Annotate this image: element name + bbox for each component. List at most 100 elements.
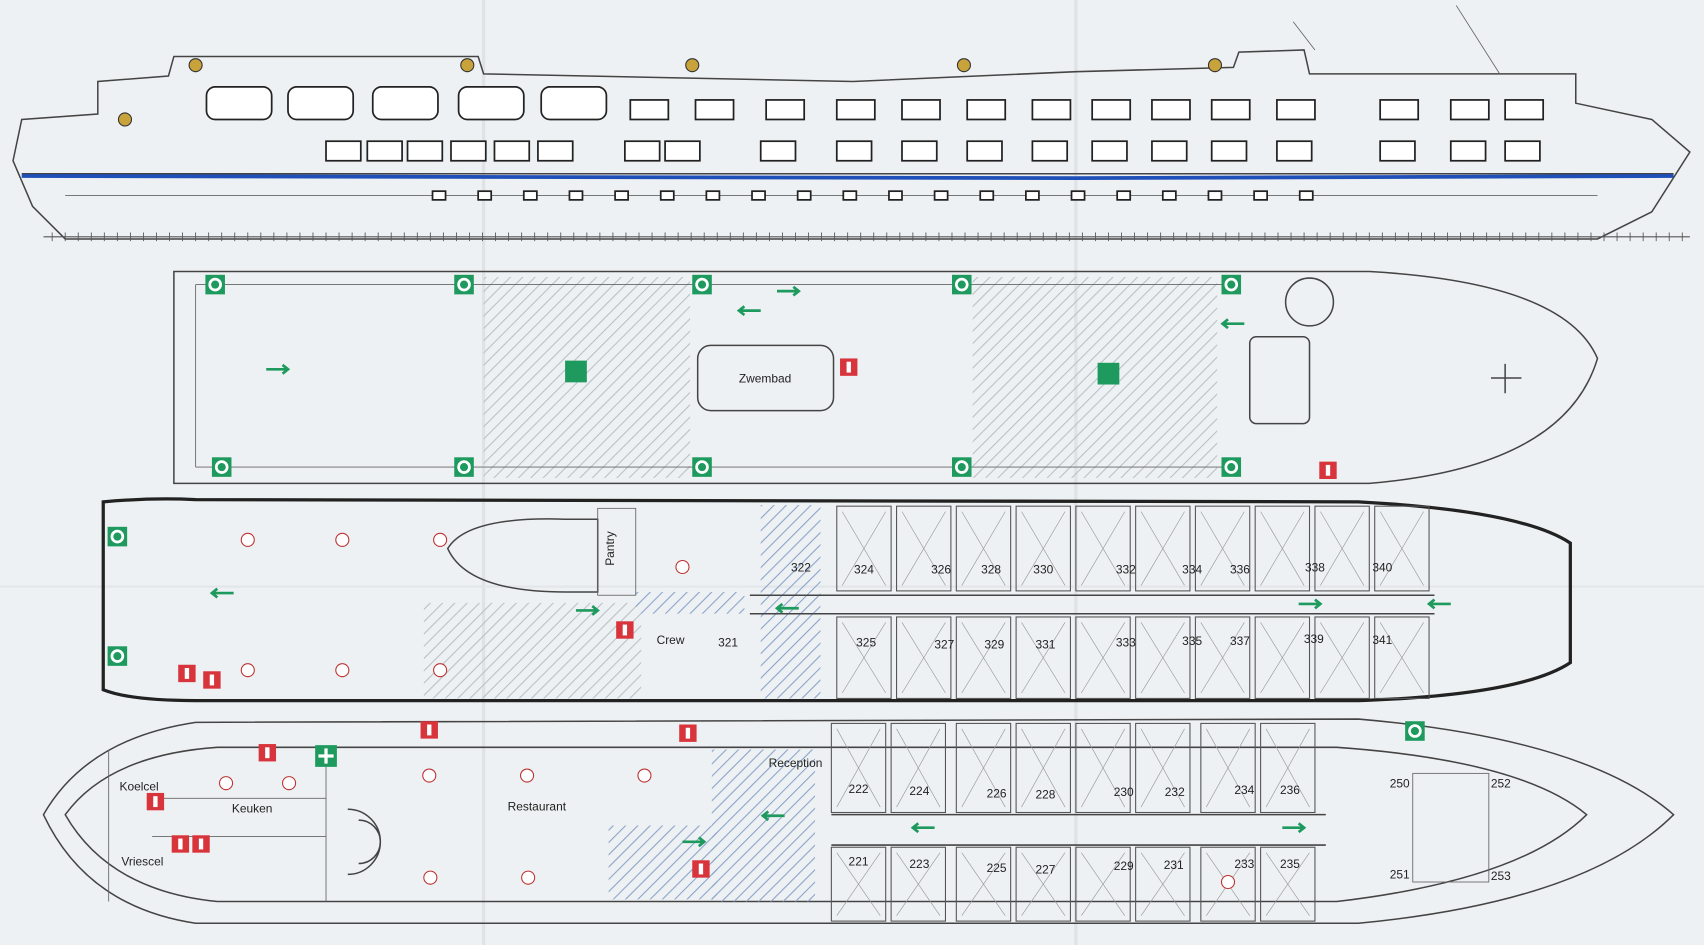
life-ring-box <box>692 457 712 477</box>
extinguisher <box>265 747 270 759</box>
cabin-window <box>966 140 1003 162</box>
cabin-number: 223 <box>909 857 929 871</box>
cabin-window <box>835 99 876 121</box>
cabin-outline <box>1075 722 1131 814</box>
cabin-number: 231 <box>1164 858 1184 872</box>
fire-extinguisher-icon <box>258 744 277 762</box>
cabin-number: 332 <box>1116 563 1136 577</box>
cabin-bed <box>901 622 946 694</box>
pool-label: Zwembad <box>739 371 791 385</box>
porthole <box>842 190 858 201</box>
exit-arrow-icon <box>736 305 761 317</box>
cabin-outline <box>955 616 1012 699</box>
smoke-detector-icon <box>1220 874 1236 890</box>
vriescel-label: Vriescel <box>121 855 163 869</box>
porthole <box>1207 190 1223 201</box>
cabin-number: 335 <box>1182 634 1202 648</box>
cabin-number: 250 <box>1390 777 1410 791</box>
life-ring-icon <box>1221 457 1242 477</box>
fire-extinguisher-icon <box>1319 461 1337 480</box>
reception-label: Reception <box>769 756 823 770</box>
life-ring <box>1224 460 1239 474</box>
porthole <box>614 190 630 201</box>
first-aid-cross <box>318 748 334 764</box>
porthole <box>1025 190 1040 201</box>
smoke-detector-icon <box>637 768 652 783</box>
cabin-window <box>1379 99 1420 121</box>
life-ring-icon <box>454 457 474 477</box>
cabin-outline <box>1194 505 1251 592</box>
cabin-number: 331 <box>1035 637 1055 651</box>
fire-extinguisher-icon <box>840 358 858 376</box>
life-ring-box <box>211 457 232 477</box>
cabin-window <box>1276 140 1313 162</box>
cabin-number: 235 <box>1280 857 1300 871</box>
cabin-bed <box>1081 852 1126 916</box>
porthole <box>888 190 903 201</box>
life-ring-box <box>1405 721 1425 741</box>
smoke-detector-icon <box>433 532 448 547</box>
cabin-bed <box>961 511 1006 586</box>
porthole <box>705 190 721 201</box>
fire-extinguisher-icon <box>178 664 196 683</box>
smoke-detector-icon <box>521 870 536 885</box>
cabin-window <box>1151 99 1191 121</box>
cabin-window <box>624 140 661 162</box>
cabin-outline <box>1254 616 1311 699</box>
pantry-label: Pantry <box>603 531 617 566</box>
cabin-bed <box>1021 511 1066 586</box>
cabin-number: 252 <box>1491 777 1511 791</box>
life-ring <box>110 529 125 544</box>
cabin-bed <box>1205 728 1251 808</box>
cabin-window <box>1210 99 1251 121</box>
extinguisher <box>698 863 704 875</box>
smoke-detector-icon <box>218 776 234 791</box>
cabin-outline <box>1015 505 1071 592</box>
cabin-window <box>1504 140 1541 162</box>
fire-extinguisher-icon <box>616 621 634 639</box>
lifebuoy-icon <box>460 58 475 73</box>
fire-extinguisher-icon <box>679 724 697 742</box>
cabin-outline <box>1075 846 1131 922</box>
smoke-detector-icon <box>335 532 350 547</box>
cabin-window <box>835 140 873 162</box>
deck-2: Reception Koelcel Keuken Vriescel Restau… <box>42 718 1675 925</box>
life-ring <box>695 460 709 474</box>
cabin-number: 336 <box>1230 563 1250 577</box>
cabin-outline <box>1015 616 1071 699</box>
cabin-bed <box>961 622 1006 694</box>
cabin-window <box>1449 99 1490 121</box>
cabin-outline <box>1194 616 1251 699</box>
cabin-window <box>1449 140 1487 162</box>
cabin-number: 325 <box>856 635 876 649</box>
panorama-window <box>371 86 439 121</box>
exit-arrow-icon <box>682 836 707 848</box>
life-ring-box <box>951 274 972 295</box>
life-ring-box <box>205 274 225 295</box>
cabin-number: 253 <box>1491 869 1511 883</box>
cabin-number: 228 <box>1035 787 1055 801</box>
life-ring <box>110 649 125 663</box>
cabin-window <box>537 140 574 162</box>
cabin-bed <box>1260 511 1305 586</box>
cabin-bed <box>1081 511 1126 586</box>
smoke-detector-icon <box>675 559 690 575</box>
smoke-detector-icon <box>240 663 255 678</box>
exit-arrow-icon <box>1298 598 1323 610</box>
cabin-window <box>966 99 1007 121</box>
life-ring-icon <box>1221 274 1242 295</box>
smoke-detector-icon <box>240 532 255 547</box>
life-ring <box>457 277 471 292</box>
exit-arrow-icon <box>910 822 935 834</box>
cabin-bed <box>1265 852 1310 916</box>
cabin-outline <box>1200 722 1256 814</box>
crew-label: Crew <box>657 633 685 647</box>
cabin-bed <box>1021 622 1066 694</box>
cabin-number: 327 <box>934 637 954 651</box>
life-ring <box>457 460 471 474</box>
cabin-bed <box>836 728 881 808</box>
life-ring-icon <box>951 274 972 295</box>
lifebuoy-icon <box>1207 58 1223 73</box>
cabin-window <box>1276 99 1316 121</box>
